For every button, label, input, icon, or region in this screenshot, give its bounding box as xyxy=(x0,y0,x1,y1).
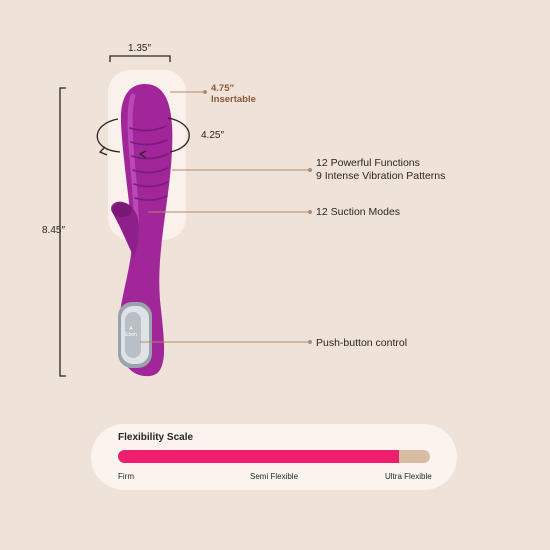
suction-head xyxy=(112,203,132,217)
circumference-arrow-left xyxy=(98,146,108,156)
feature-functions: 12 Powerful Functions xyxy=(316,157,420,169)
circumference-arrow-right xyxy=(138,150,147,159)
width-label: 1.35″ xyxy=(128,43,152,54)
circumference-label: 4.25″ xyxy=(201,130,225,141)
feature-control: Push-button control xyxy=(316,337,408,349)
flexibility-label-ultra: Ultra Flexible xyxy=(385,472,432,481)
brand-logo-bottom: Eben xyxy=(125,332,137,338)
flexibility-track xyxy=(118,450,430,463)
insertable-length-label: 4.75″ xyxy=(211,83,235,94)
flexibility-fill xyxy=(118,450,399,463)
flexibility-label-semi: Semi Flexible xyxy=(250,472,299,481)
circumference-ring xyxy=(96,117,190,153)
insertable-label: Insertable xyxy=(211,94,256,105)
leader-lines xyxy=(140,90,312,344)
feature-suction: 12 Suction Modes xyxy=(316,206,401,218)
height-bracket xyxy=(59,87,66,377)
flexibility-label-firm: Firm xyxy=(118,472,134,481)
shaft-ribs xyxy=(129,125,169,201)
control-button xyxy=(125,312,141,358)
brand-logo-top: A xyxy=(129,326,133,332)
width-bracket xyxy=(109,55,171,62)
flexibility-scale-title: Flexibility Scale xyxy=(118,432,194,443)
feature-patterns: 9 Intense Vibration Patterns xyxy=(316,170,446,182)
height-label: 8.45″ xyxy=(42,225,66,236)
brand-logo: A Eben xyxy=(124,326,138,338)
